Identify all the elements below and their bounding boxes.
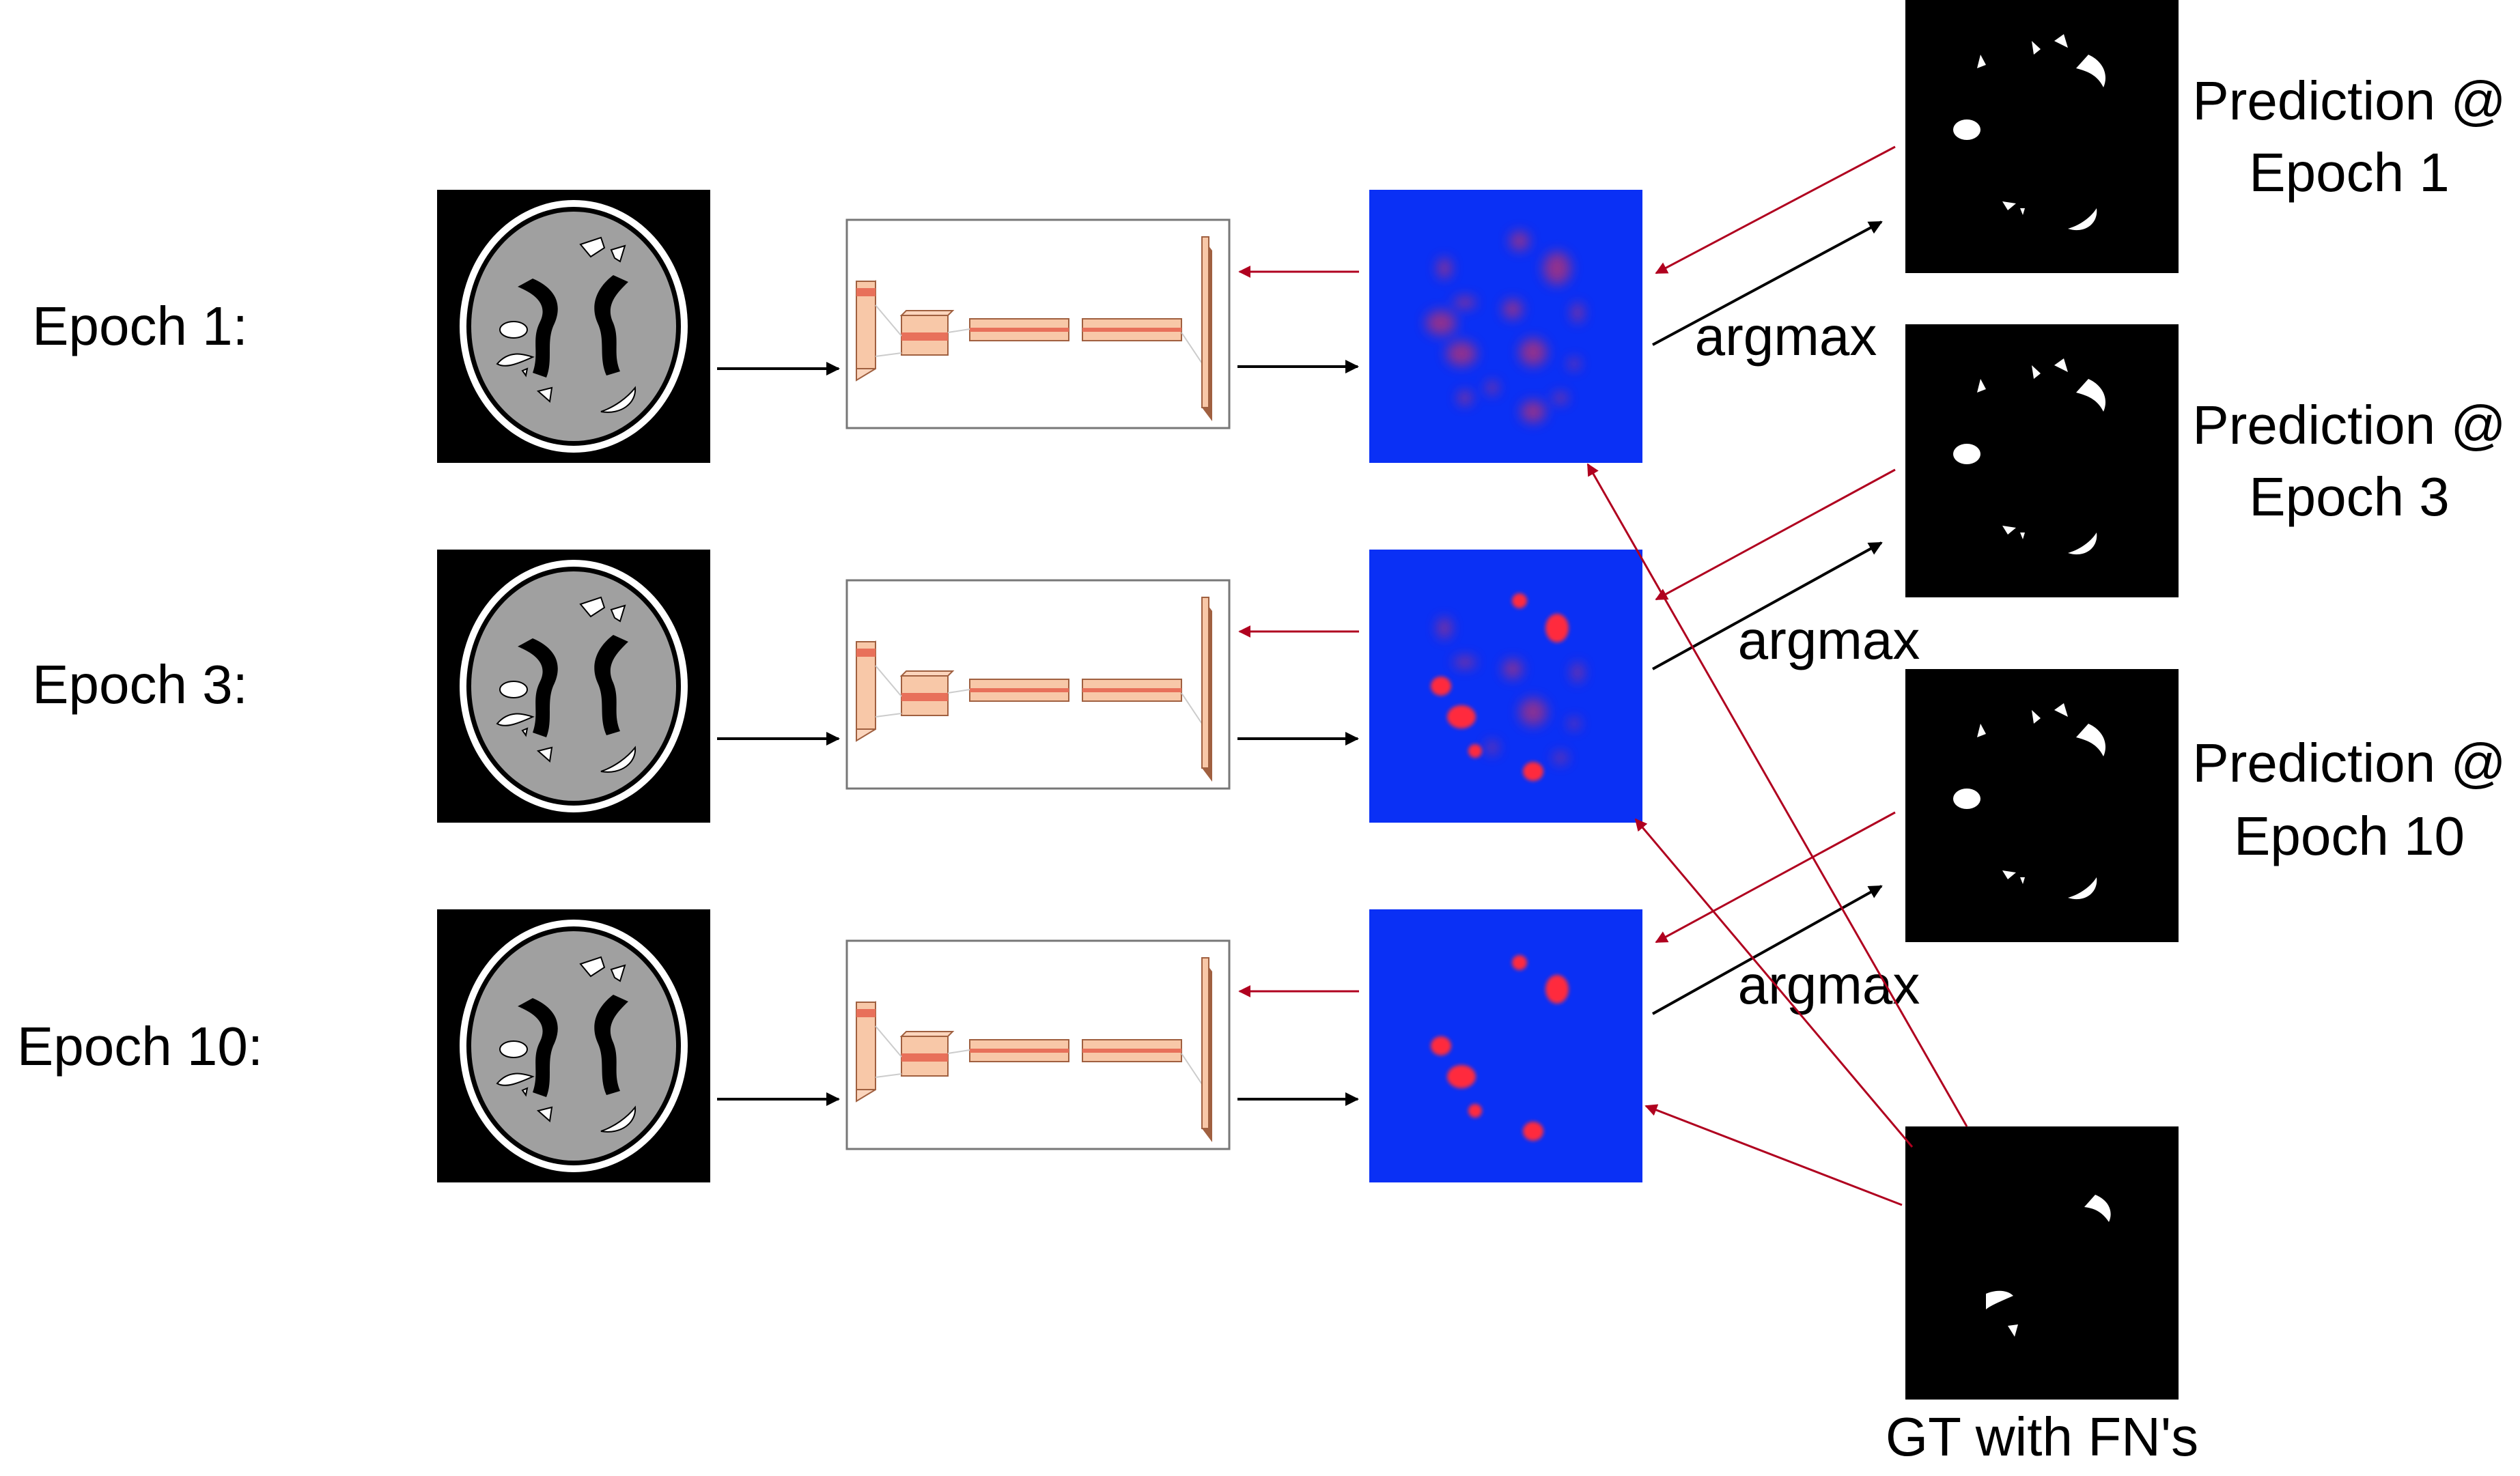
ct-phantom-icon [436,909,711,1183]
prediction-label-line2: Epoch 3 [2249,466,2450,527]
gt-feedback-arrow [1634,818,1914,1148]
gt-label: GT with FN's [1886,1406,2198,1467]
prediction-label-line1: Prediction @ [2192,70,2506,131]
gt-feedback-arrow [1644,1104,1903,1206]
row-label-epoch-1: Epoch 1: [32,296,248,356]
prediction-label-line1: Prediction @ [2192,395,2506,455]
probability-map-icon [1369,909,1642,1182]
gt-feedback-arrow [1586,463,1968,1127]
binary-mask-icon [1905,0,2179,273]
row-label-epoch-3: Epoch 3: [32,654,248,715]
ct-phantom-icon [436,189,711,464]
probability-map-icon [1369,550,1642,823]
feedback-arrow [1655,468,1896,601]
argmax-label: argmax [1738,954,1920,1015]
cnn-layers-icon [845,218,1231,429]
cnn-layers-icon [845,579,1231,790]
argmax-arrow [1652,221,1883,346]
argmax-arrow [1652,885,1883,1015]
ct-phantom-icon [436,549,711,823]
argmax-label: argmax [1695,306,1877,367]
prediction-label-line2: Epoch 1 [2249,142,2450,203]
probability-map-icon [1369,190,1642,463]
ground-truth-mask-icon [1905,1126,2179,1400]
prediction-label-line1: Prediction @ [2192,733,2506,793]
binary-mask-icon [1905,669,2179,942]
argmax-label: argmax [1738,610,1920,670]
binary-mask-icon [1905,324,2179,597]
row-label-epoch-10: Epoch 10: [17,1016,263,1077]
cnn-layers-icon [845,939,1231,1150]
feedback-arrow [1655,145,1896,274]
feedback-arrow [1655,811,1896,943]
argmax-arrow [1652,541,1883,670]
prediction-label-line2: Epoch 10 [2234,806,2465,866]
